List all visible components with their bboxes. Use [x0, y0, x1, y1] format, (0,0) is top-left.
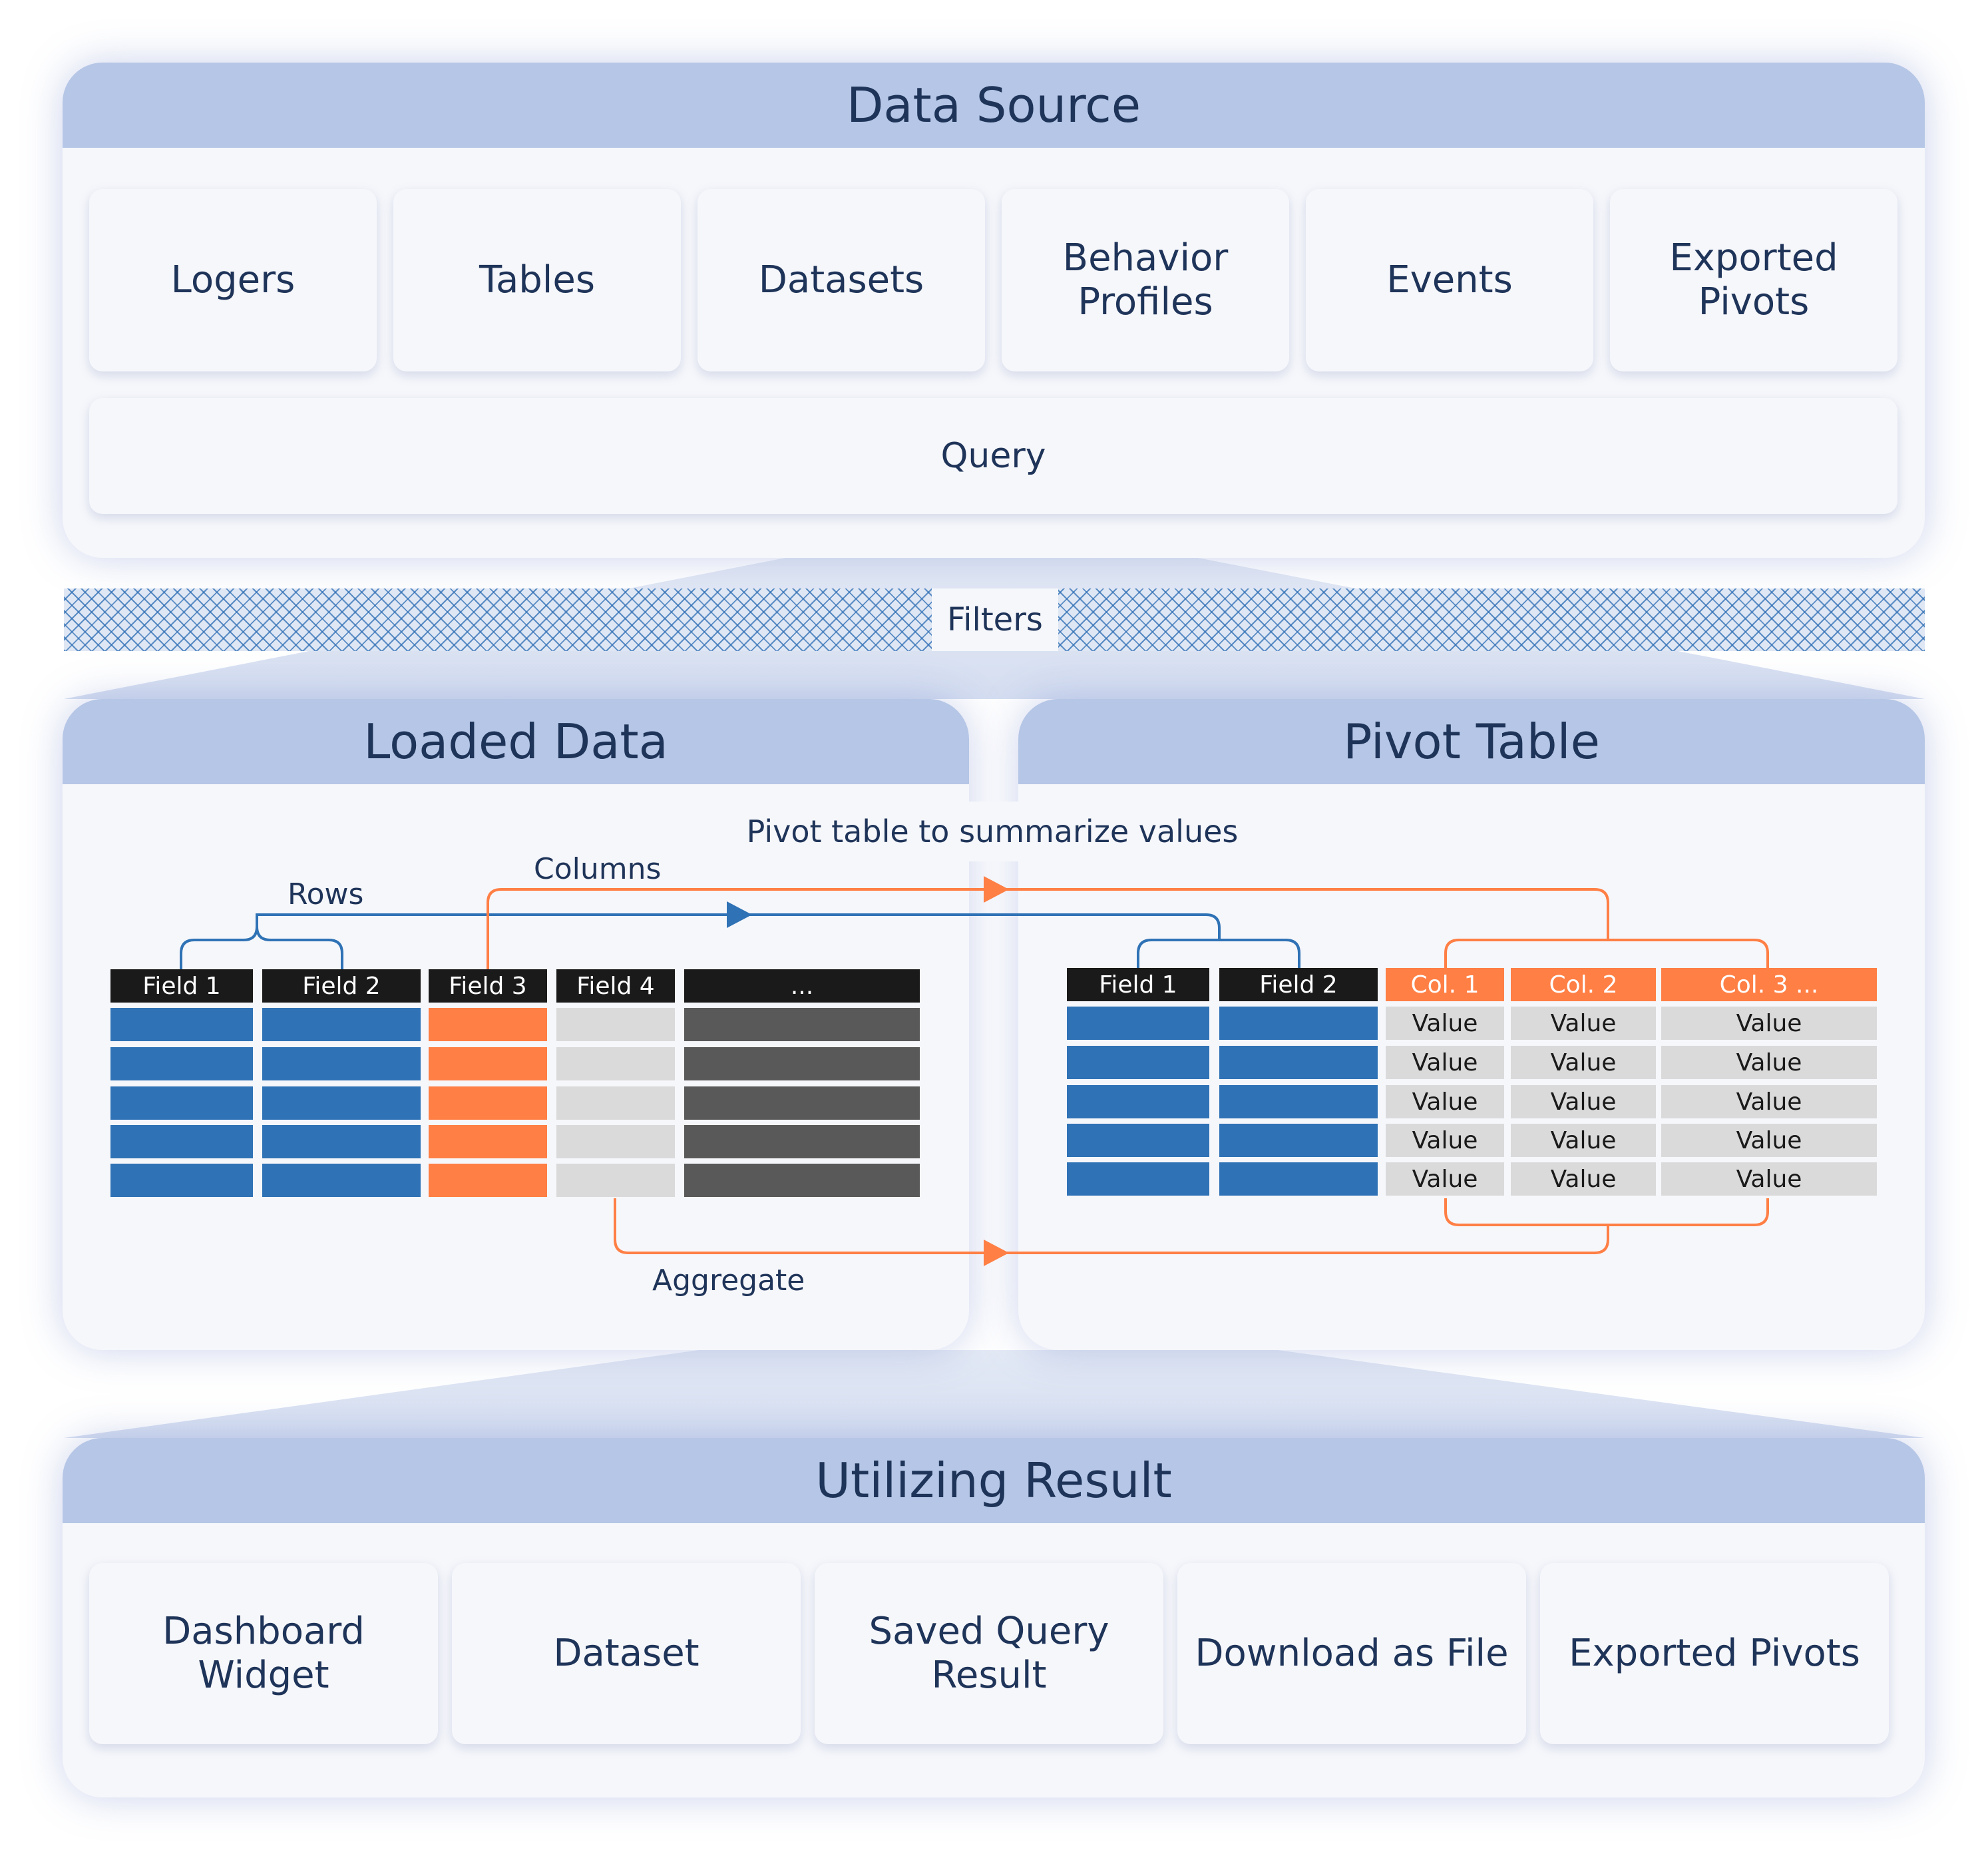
data-source-title: Data Source — [63, 63, 1925, 148]
rows-bracket-left — [180, 926, 343, 969]
pivot-header-field-1: Field 1 — [1067, 968, 1209, 1001]
aggregate-label: Aggregate — [652, 1264, 805, 1297]
loaded-cell — [684, 1008, 920, 1041]
pivot-value-cell: Value — [1386, 1124, 1504, 1157]
loaded-cell — [110, 1164, 253, 1197]
pivot-field-cell — [1219, 1046, 1378, 1079]
pivot-header-col-1: Col. 1 — [1386, 968, 1504, 1001]
aggregate-arrowhead — [984, 1240, 1009, 1266]
filters-label: Filters — [932, 588, 1058, 651]
rows-bracket-right — [1137, 939, 1300, 968]
loaded-cell — [429, 1086, 547, 1120]
pivot-value-cell: Value — [1386, 1046, 1504, 1079]
loaded-data-title: Loaded Data — [63, 699, 969, 784]
loaded-header-more: ... — [684, 969, 920, 1003]
query-bar[interactable]: Query — [89, 398, 1897, 514]
rows-arrowhead — [727, 901, 752, 928]
source-events[interactable]: Events — [1306, 189, 1593, 371]
rows-label: Rows — [288, 877, 364, 911]
pivot-value-cell: Value — [1511, 1007, 1656, 1040]
loaded-header-field-1: Field 1 — [110, 969, 253, 1003]
utilizing-result-title: Utilizing Result — [63, 1438, 1925, 1523]
loaded-header-field-4: Field 4 — [556, 969, 675, 1003]
pivot-table-title: Pivot Table — [1018, 699, 1925, 784]
pivot-header-col-3: Col. 3 ... — [1661, 968, 1877, 1001]
data-source-panel: Data Source Logers Tables Datasets Behav… — [63, 63, 1925, 558]
loaded-cell — [429, 1008, 547, 1041]
pivot-field-cell — [1067, 1046, 1209, 1079]
loaded-cell — [110, 1086, 253, 1120]
source-logers[interactable]: Logers — [89, 189, 377, 371]
loaded-cell — [110, 1125, 253, 1158]
loaded-cell — [110, 1047, 253, 1080]
pivot-value-cell: Value — [1386, 1162, 1504, 1196]
loaded-cell — [110, 1008, 253, 1041]
pivot-value-cell: Value — [1661, 1085, 1877, 1118]
pivot-field-cell — [1067, 1007, 1209, 1040]
pivot-field-cell — [1067, 1162, 1209, 1196]
columns-arrowhead — [984, 876, 1009, 903]
loaded-cell — [556, 1047, 675, 1080]
loaded-cell — [556, 1086, 675, 1120]
pivot-value-cell: Value — [1511, 1085, 1656, 1118]
loaded-cell — [429, 1164, 547, 1197]
loaded-cell — [429, 1047, 547, 1080]
pivot-subtitle: Pivot table to summarize values — [619, 802, 1366, 861]
loaded-cell — [262, 1164, 421, 1197]
result-dashboard-widget[interactable]: Dashboard Widget — [89, 1563, 438, 1744]
loaded-cell — [684, 1125, 920, 1158]
aggregate-bracket — [1444, 1198, 1769, 1226]
pivot-value-cell: Value — [1661, 1162, 1877, 1196]
loaded-cell — [429, 1125, 547, 1158]
pivot-field-cell — [1219, 1162, 1378, 1196]
pivot-field-cell — [1219, 1007, 1378, 1040]
loaded-header-field-3: Field 3 — [429, 969, 547, 1003]
result-saved-query[interactable]: Saved Query Result — [815, 1563, 1163, 1744]
pivot-field-cell — [1067, 1124, 1209, 1157]
loaded-cell — [262, 1008, 421, 1041]
result-dataset[interactable]: Dataset — [452, 1563, 801, 1744]
columns-arrow-line — [487, 888, 1609, 969]
pivot-field-cell — [1219, 1124, 1378, 1157]
pivot-header-col-2: Col. 2 — [1511, 968, 1656, 1001]
columns-bracket — [1444, 939, 1769, 968]
loaded-cell — [556, 1164, 675, 1197]
rows-arrow-line — [256, 913, 1221, 940]
source-tables[interactable]: Tables — [393, 189, 681, 371]
aggregate-arrow-line — [614, 1198, 1609, 1254]
loaded-cell — [684, 1164, 920, 1197]
pivot-field-cell — [1219, 1085, 1378, 1118]
pivot-value-cell: Value — [1661, 1124, 1877, 1157]
loaded-header-field-2: Field 2 — [262, 969, 421, 1003]
pivot-field-cell — [1067, 1085, 1209, 1118]
loaded-cell — [556, 1008, 675, 1041]
pivot-value-cell: Value — [1511, 1162, 1656, 1196]
source-datasets[interactable]: Datasets — [697, 189, 985, 371]
result-download-file[interactable]: Download as File — [1177, 1563, 1526, 1744]
columns-label: Columns — [534, 852, 662, 886]
loaded-cell — [262, 1086, 421, 1120]
loaded-cell — [262, 1125, 421, 1158]
loaded-cell — [262, 1047, 421, 1080]
loaded-cell — [684, 1047, 920, 1080]
utilizing-result-panel: Utilizing Result Dashboard Widget Datase… — [63, 1438, 1925, 1797]
source-exported-pivots[interactable]: Exported Pivots — [1610, 189, 1897, 371]
loaded-cell — [556, 1125, 675, 1158]
pivot-value-cell: Value — [1386, 1007, 1504, 1040]
source-behavior-profiles[interactable]: Behavior Profiles — [1002, 189, 1289, 371]
pivot-value-cell: Value — [1661, 1007, 1877, 1040]
result-exported-pivots[interactable]: Exported Pivots — [1540, 1563, 1889, 1744]
pivot-value-cell: Value — [1386, 1085, 1504, 1118]
pivot-header-field-2: Field 2 — [1219, 968, 1378, 1001]
pivot-value-cell: Value — [1511, 1124, 1656, 1157]
loaded-cell — [684, 1086, 920, 1120]
funnel-bottom — [64, 1350, 1925, 1438]
pivot-value-cell: Value — [1661, 1046, 1877, 1079]
pivot-value-cell: Value — [1511, 1046, 1656, 1079]
